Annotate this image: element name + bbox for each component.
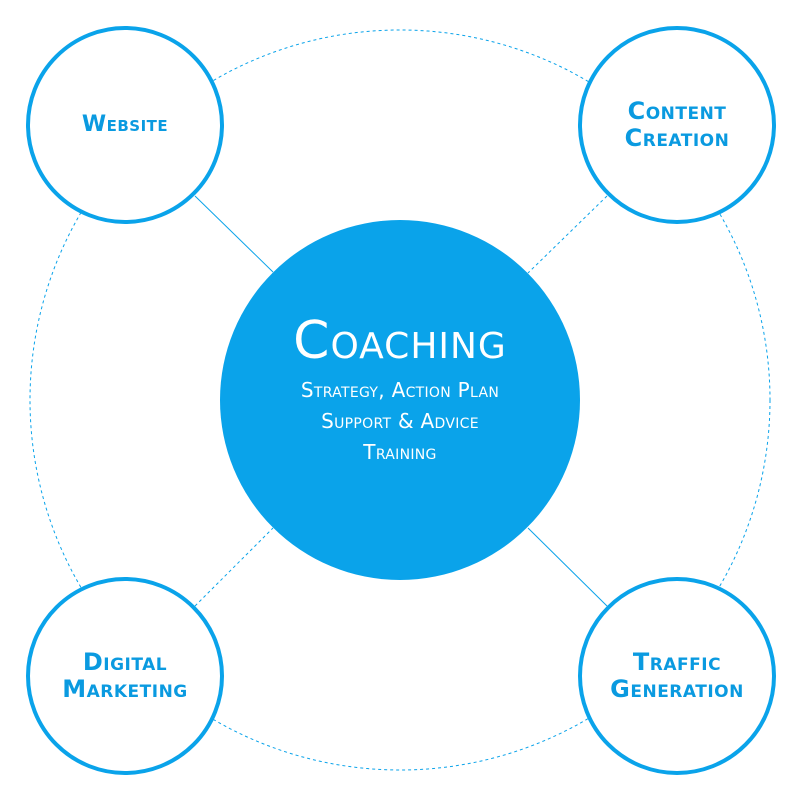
connector-digital-marketing xyxy=(194,527,274,607)
node-website-label: Website xyxy=(28,28,222,222)
node-traffic-generation-label: Traffic Generation xyxy=(580,579,774,773)
node-website-circle xyxy=(26,26,224,224)
node-content-creation-label: Content Creation xyxy=(580,28,774,222)
connector-traffic-generation xyxy=(527,527,608,607)
center-line-strategy: Strategy, Action Plan xyxy=(300,377,500,402)
node-traffic-generation-line-1: Traffic xyxy=(632,648,722,677)
node-content-creation-line-1: Content xyxy=(627,97,727,126)
center-title: Coaching xyxy=(293,310,507,371)
node-traffic-generation-line-2: Generation xyxy=(610,675,744,703)
node-digital-marketing-line-2: Marketing xyxy=(62,675,188,703)
node-digital-marketing-circle xyxy=(26,577,224,775)
node-digital-marketing-label: Digital Marketing xyxy=(28,579,222,773)
node-content-creation-circle xyxy=(578,26,776,224)
node-website-line-1: Website xyxy=(81,111,169,137)
connector-website xyxy=(194,195,274,273)
center-line-support: Support & Advice xyxy=(321,408,479,433)
center-line-training: Training xyxy=(363,439,437,464)
node-traffic-generation-circle xyxy=(578,577,776,775)
center-hub-label: Coaching Strategy, Action Plan Support &… xyxy=(220,220,580,580)
connector-content-creation xyxy=(527,195,608,274)
node-content-creation-line-2: Creation xyxy=(624,124,730,152)
center-hub-circle xyxy=(220,220,580,580)
node-digital-marketing-line-1: Digital xyxy=(82,648,168,677)
outer-dashed-ring xyxy=(29,29,771,771)
